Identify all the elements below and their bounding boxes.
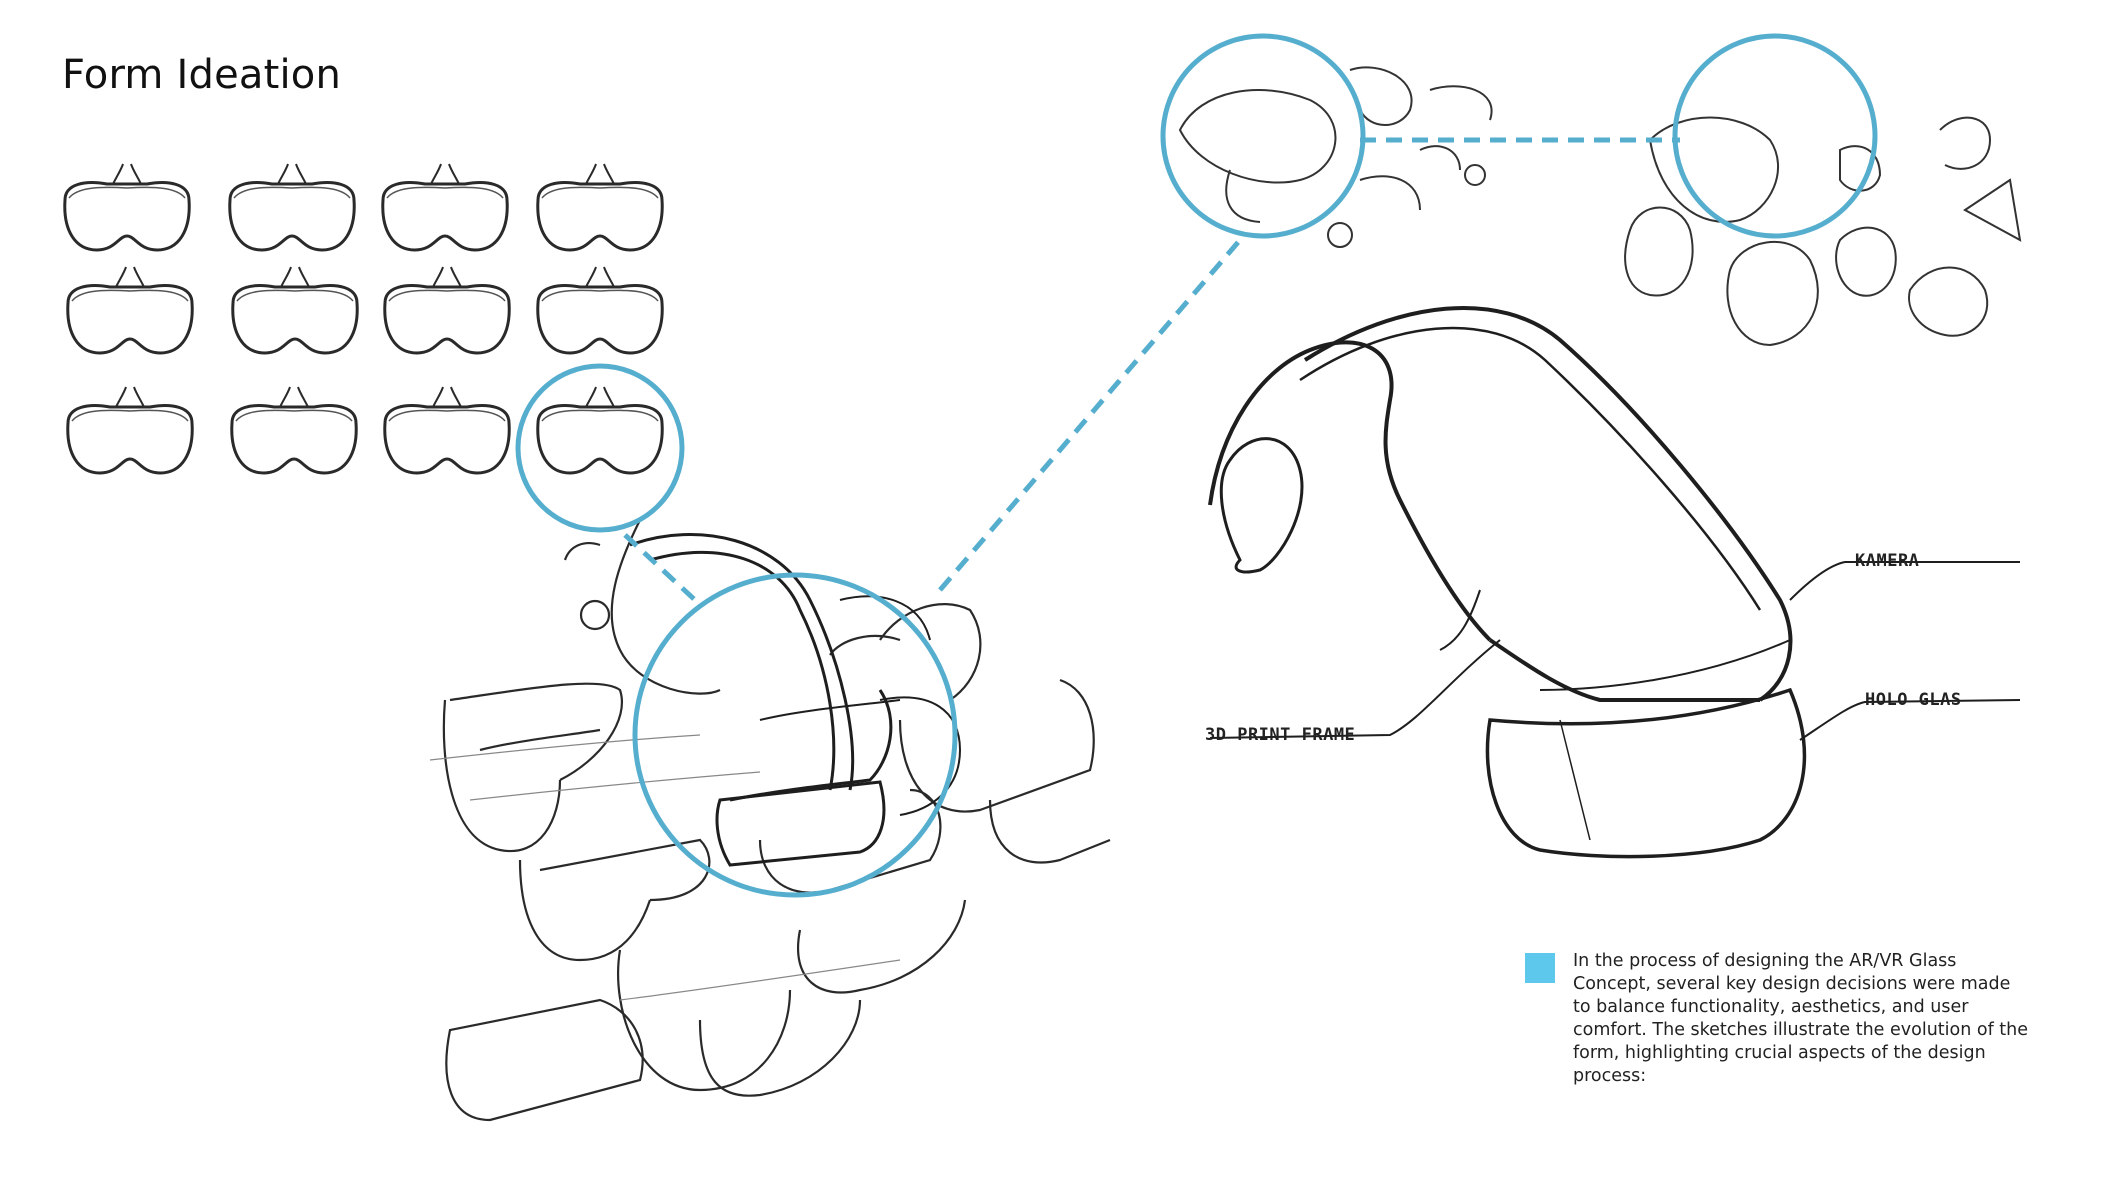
headset-cluster-sketch — [429, 519, 1111, 1122]
headset-main-sketch — [1208, 306, 1807, 859]
visor-sketch — [536, 162, 664, 252]
visor-sketch — [536, 385, 664, 475]
frame-label: 3D PRINT FRAME — [1205, 725, 1355, 745]
focus-circle-detail-left — [1160, 33, 1366, 239]
visor-sketch — [66, 265, 194, 355]
visor-sketch — [228, 162, 356, 252]
accent-square — [1525, 953, 1555, 983]
focus-circle-detail-right — [1672, 33, 1878, 239]
page-title: Form Ideation — [62, 52, 342, 98]
visor-sketch — [383, 265, 511, 355]
description-note: In the process of designing the AR/VR Gl… — [1525, 950, 2033, 1088]
visor-sketch — [383, 385, 511, 475]
visor-sketch — [63, 162, 191, 252]
camera-label: KAMERA — [1855, 551, 1919, 571]
callout-connectors — [623, 137, 1680, 602]
visor-sketch — [231, 265, 359, 355]
callout-circles — [515, 33, 1878, 898]
description-text: In the process of designing the AR/VR Gl… — [1573, 951, 2029, 1086]
focus-circle-headset — [632, 572, 958, 898]
visor-sketch — [536, 265, 664, 355]
visor-sketch — [230, 385, 358, 475]
focus-circle-visor — [515, 363, 685, 533]
visor-sketch — [66, 385, 194, 475]
callout-leaders — [1209, 561, 2021, 741]
callout-labels: KAMERA HOLO GLAS 3D PRINT FRAME — [1205, 551, 1962, 745]
visor-sketch-grid — [63, 162, 664, 475]
headset-focus-sketch — [629, 533, 962, 867]
holo-glass-label: HOLO GLAS — [1865, 690, 1962, 710]
detail-sketches — [1178, 66, 2022, 347]
visor-sketch — [381, 162, 509, 252]
